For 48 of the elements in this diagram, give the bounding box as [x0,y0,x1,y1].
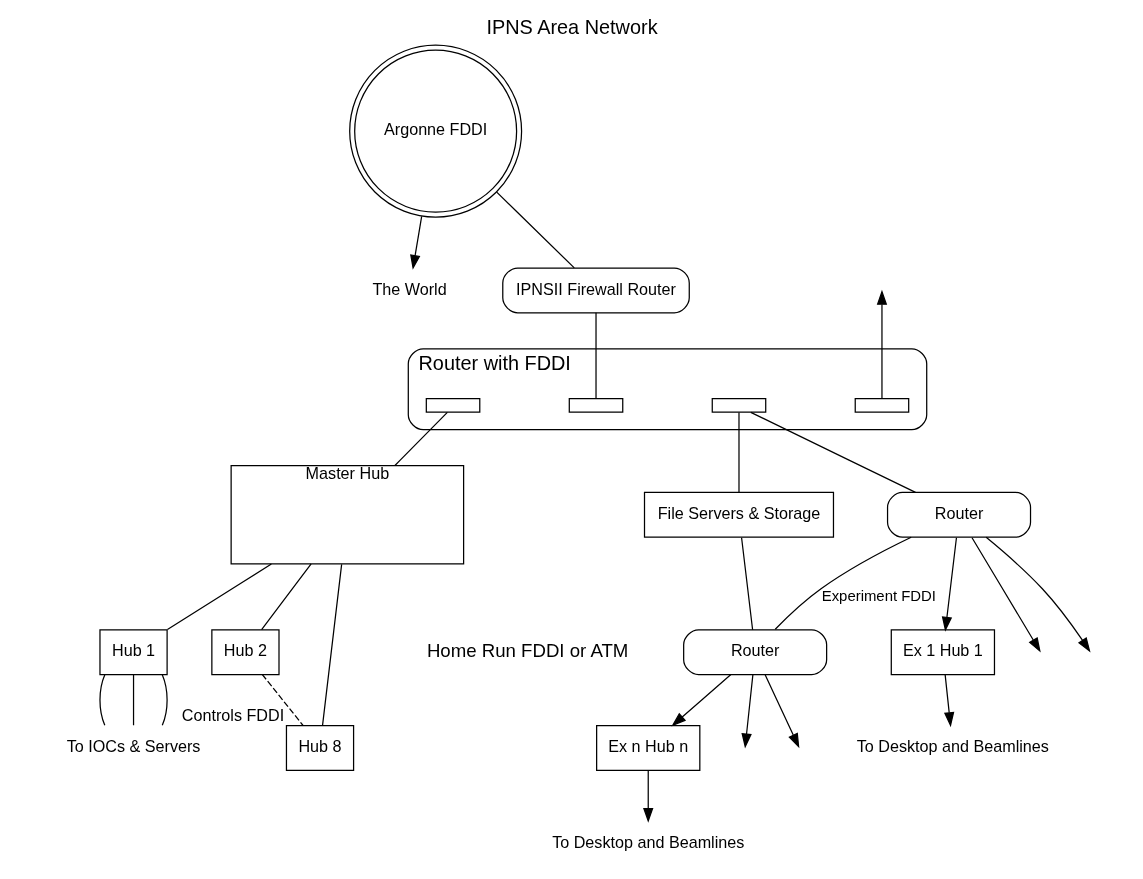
node-box [854,397,909,413]
arrow [943,673,954,728]
arrow [985,536,1091,653]
node-box [711,397,766,413]
arrow [876,289,887,399]
connector [594,312,597,400]
label: Home Run FDDI or ATM [426,639,628,661]
node-box: Hub 1 [98,629,168,676]
node-box: File Servers & Storage [643,491,834,538]
connector [161,673,168,726]
arrow [941,537,957,632]
node-box: Hub 2 [210,629,280,676]
connector [321,563,342,727]
diagram-title: IPNS Area Network [485,15,658,38]
connector [774,536,912,630]
arrow [763,673,799,749]
node-box: IPNSII Firewall Router [501,267,690,314]
node-box [425,397,480,413]
node-box: Router [886,491,1031,538]
arrow [670,673,731,727]
node-box: Ex 1 Hub 1 [890,629,995,676]
node-text: To IOCs & Servers [66,737,200,756]
connector [260,563,312,631]
arrow [642,769,653,823]
arrow [970,537,1041,653]
connector [261,673,303,726]
connector [166,563,272,631]
arrow [740,673,753,749]
connector [749,411,916,494]
connector [495,191,575,269]
connector [740,537,753,631]
node-box: Ex n Hub n [595,724,700,771]
node-circle: Argonne FDDI [348,44,522,218]
node-text: To Desktop and Beamlines [551,832,744,851]
node-box: Router [682,629,827,676]
node-box: Master Hub [230,465,464,565]
connector [98,673,106,726]
node-text: To Desktop and Beamlines [856,737,1049,756]
node-text: The World [371,279,447,298]
cluster: Router with FDDI [407,348,927,431]
connector [393,411,448,467]
edge-label: Experiment FDDI [821,587,936,604]
node-box [568,397,623,413]
connector [132,673,134,726]
node-box: Hub 8 [285,724,354,771]
node-label: Controls FDDI [181,706,284,725]
arrow [409,215,422,270]
connector [737,411,740,494]
